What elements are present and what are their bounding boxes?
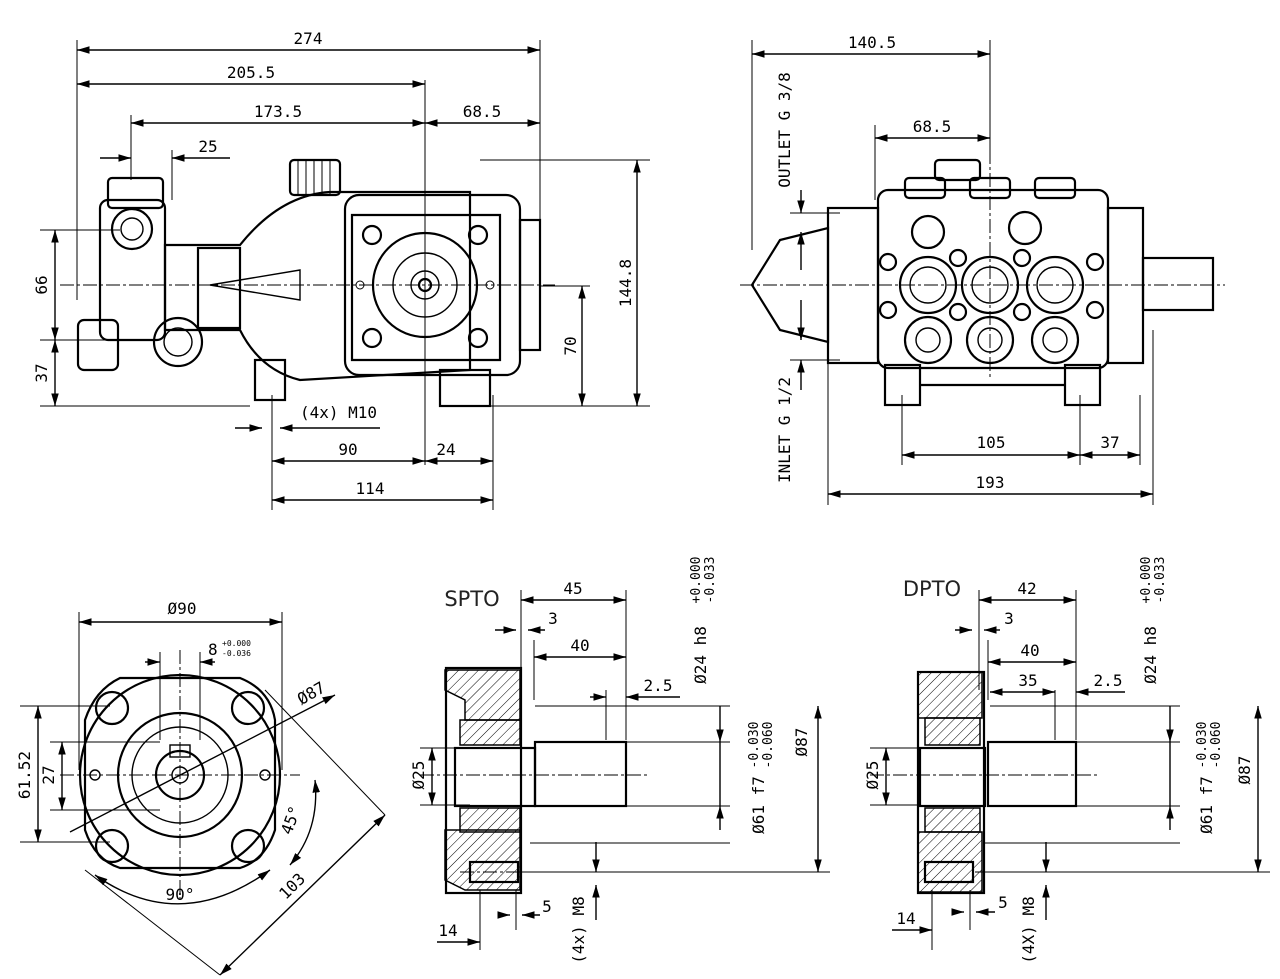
- dim-274: 274: [294, 29, 323, 48]
- flange-view: Ø90 8 +0.000 -0.036 Ø87 61.52 27 45° 90°…: [15, 599, 386, 976]
- dim-68-5-side: 68.5: [463, 102, 502, 121]
- spto-dimension-lines: [428, 596, 822, 946]
- inlet-label: INLET G 1/2: [775, 377, 794, 483]
- dim-103: 103: [275, 869, 309, 903]
- dim-140-5: 140.5: [848, 33, 896, 52]
- mount-holes-label: (4x) M10: [300, 403, 377, 422]
- front-pump-body: [740, 150, 1225, 407]
- flange-body: [60, 650, 386, 976]
- dpto-dim-2-5: 2.5: [1094, 671, 1123, 690]
- flange-extension-lines: [20, 612, 283, 843]
- dpto-extension-lines: [870, 590, 1270, 950]
- dim-68-5-front: 68.5: [913, 117, 952, 136]
- spto-shaft-dia: Ø24 h8: [691, 626, 710, 684]
- flange-dimension-lines: [34, 618, 386, 976]
- dim-105: 105: [977, 433, 1006, 452]
- spto-dim-3: 3: [548, 609, 558, 628]
- dim-114: 114: [356, 479, 385, 498]
- dim-25: 25: [198, 137, 217, 156]
- spto-dim-5: 5: [542, 897, 552, 916]
- side-view: 274 205.5 173.5 68.5 25 144.8 70 66 37 (…: [32, 29, 650, 510]
- dim-dia-90: Ø90: [168, 599, 197, 618]
- dpto-pilot-tol-lower: -0.060: [1209, 722, 1224, 769]
- key-tol-upper: +0.000: [222, 639, 251, 648]
- spto-bore: Ø25: [409, 761, 428, 790]
- dim-193: 193: [976, 473, 1005, 492]
- dpto-dim-35: 35: [1018, 671, 1037, 690]
- dpto-bore: Ø25: [863, 761, 882, 790]
- dpto-shaft-tol-lower: -0.033: [1153, 557, 1168, 604]
- spto-pilot-tol-upper: -0.030: [747, 722, 762, 769]
- dpto-pilot-tol-upper: -0.030: [1195, 722, 1210, 769]
- dpto-dim-3: 3: [1004, 609, 1014, 628]
- spto-section: [420, 666, 650, 895]
- dim-144-8: 144.8: [616, 259, 635, 307]
- dim-205-5: 205.5: [227, 63, 275, 82]
- dpto-flange-dia: Ø87: [1235, 756, 1254, 785]
- dim-keyway-8: 8: [208, 640, 218, 659]
- spto-pilot-dia: Ø61 f7: [749, 776, 768, 834]
- spto-shaft-tol-upper: +0.000: [689, 557, 704, 604]
- front-view: 140.5 68.5 OUTLET G 3/8 INLET G 1/2 105 …: [740, 33, 1225, 505]
- dim-70: 70: [561, 336, 580, 355]
- dim-37-front: 37: [1100, 433, 1119, 452]
- dpto-dim-40: 40: [1020, 641, 1039, 660]
- dpto-label: DPTO: [903, 577, 961, 601]
- dpto-pilot-dia: Ø61 f7: [1197, 776, 1216, 834]
- spto-shaft-tol-lower: -0.033: [703, 557, 718, 604]
- outlet-label: OUTLET G 3/8: [775, 72, 794, 188]
- dpto-shaft-dia: Ø24 h8: [1141, 626, 1160, 684]
- dpto-dim-5: 5: [998, 893, 1008, 912]
- dpto-dim-42: 42: [1017, 579, 1036, 598]
- key-tol-lower: -0.036: [222, 649, 251, 658]
- dim-24: 24: [436, 440, 455, 459]
- spto-dim-14: 14: [438, 921, 457, 940]
- dpto-dimension-lines: [882, 596, 1262, 934]
- angle-90: 90°: [166, 885, 195, 904]
- dpto-holes: (4X) M8: [1019, 896, 1038, 963]
- dim-37-side: 37: [32, 363, 51, 382]
- dpto-view: DPTO 42 3 40 35 2.5 Ø24 h8 +0.000 -0.033…: [863, 557, 1270, 964]
- spto-flange-dia: Ø87: [792, 728, 811, 757]
- spto-dim-2-5: 2.5: [644, 676, 673, 695]
- spto-pilot-tol-lower: -0.060: [761, 722, 776, 769]
- dpto-shaft-tol-upper: +0.000: [1139, 557, 1154, 604]
- spto-dim-40: 40: [570, 636, 589, 655]
- spto-extension-lines: [420, 590, 830, 950]
- dim-66: 66: [32, 275, 51, 294]
- dim-61-52: 61.52: [15, 751, 34, 799]
- spto-label: SPTO: [444, 587, 499, 611]
- spto-holes: (4x) M8: [569, 896, 588, 963]
- spto-view: SPTO 45 3 40 2.5 Ø24 h8 +0.000 -0.033 Ø6…: [409, 557, 830, 964]
- spto-dim-45: 45: [563, 579, 582, 598]
- dpto-section: [870, 670, 1100, 895]
- front-dimension-lines: [752, 50, 1153, 498]
- dpto-dim-14: 14: [896, 909, 915, 928]
- dim-27: 27: [39, 765, 58, 784]
- dim-dia-87-flange: Ø87: [294, 678, 329, 709]
- side-pump-body: [60, 158, 555, 408]
- angle-45: 45°: [277, 803, 305, 837]
- dim-90-side: 90: [338, 440, 357, 459]
- side-dimension-lines: [51, 46, 641, 504]
- dim-173-5: 173.5: [254, 102, 302, 121]
